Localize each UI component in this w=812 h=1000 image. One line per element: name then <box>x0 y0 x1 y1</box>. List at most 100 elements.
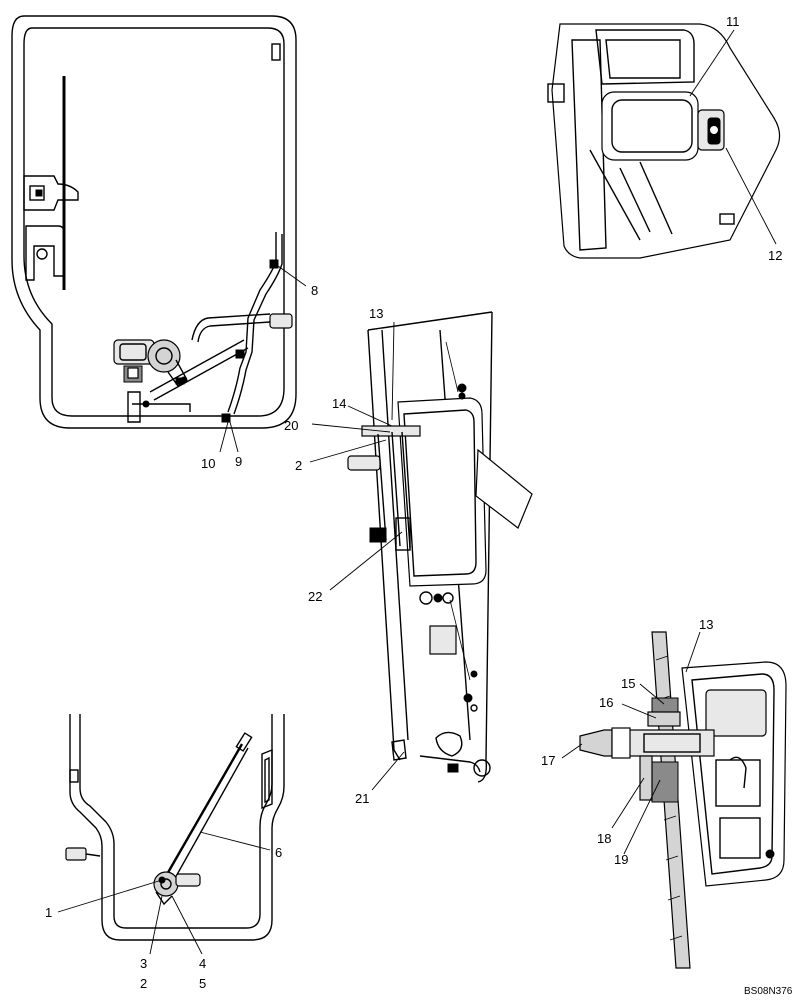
callout-13b: 13 <box>699 617 713 632</box>
leader-10 <box>219 421 229 453</box>
fastener-bar <box>361 425 421 437</box>
callout-19: 19 <box>614 852 628 867</box>
side-handle-slot <box>264 756 270 804</box>
leader-8 <box>277 265 307 287</box>
mount-bolt <box>547 83 565 103</box>
callout-2b: 2 <box>140 976 147 991</box>
bracket-lines <box>377 431 411 549</box>
leader-13a <box>391 321 395 421</box>
seal-19 <box>651 761 679 803</box>
callout-2a: 2 <box>295 458 302 473</box>
leader-9 <box>229 421 239 453</box>
harness-branch-2 <box>197 321 271 343</box>
leader-6 <box>199 831 271 851</box>
wiper-arm-2 <box>173 747 249 881</box>
internal-wire <box>729 756 747 789</box>
leader-17 <box>561 743 583 759</box>
spacer-18 <box>639 755 653 801</box>
callout-15: 15 <box>621 676 635 691</box>
section-frame-right <box>477 311 493 783</box>
section-motor-box <box>397 397 487 587</box>
clip-8 <box>269 259 279 269</box>
harness-branch <box>191 313 271 341</box>
leader-18 <box>611 777 645 829</box>
lower-hardware <box>391 383 491 777</box>
clamp <box>395 517 411 551</box>
wiper-arm-tip <box>235 732 253 752</box>
section-wire <box>445 341 471 681</box>
clip-9-10 <box>221 413 231 423</box>
leader-15 <box>639 683 665 705</box>
nozzle <box>347 455 381 471</box>
strut-left <box>589 149 641 241</box>
leader-4 <box>171 895 203 955</box>
internal-block <box>705 689 767 737</box>
callout-18: 18 <box>597 831 611 846</box>
fastener <box>142 400 150 408</box>
callout-21: 21 <box>355 791 369 806</box>
callout-20: 20 <box>284 418 298 433</box>
callout-14: 14 <box>332 396 346 411</box>
door-handle <box>23 175 79 211</box>
callout-8: 8 <box>311 283 318 298</box>
door-latch <box>25 225 65 281</box>
lower-bracket <box>127 391 141 423</box>
lower-linkage <box>132 403 191 412</box>
internal-lower <box>715 759 761 807</box>
rod-b <box>153 347 249 401</box>
callout-9: 9 <box>235 454 242 469</box>
callout-12: 12 <box>768 248 782 263</box>
door-section-view: 13 14 20 2 22 21 <box>284 306 533 806</box>
callout-13a: 13 <box>369 306 383 321</box>
section-top <box>367 311 493 331</box>
lower-frame-inner <box>79 714 273 929</box>
shaft-inner <box>643 733 701 753</box>
connector-plug <box>269 313 293 329</box>
lower-frame-outer <box>69 714 285 941</box>
door-frame-outer <box>11 15 297 429</box>
leader-14 <box>347 405 393 427</box>
clip-mid <box>235 349 245 359</box>
wiper-arm <box>164 743 244 877</box>
harness-main-2 <box>233 234 283 415</box>
callout-6: 6 <box>275 845 282 860</box>
leader-19 <box>623 779 661 855</box>
rod-a <box>149 339 245 393</box>
callout-16: 16 <box>599 695 613 710</box>
side-handle <box>261 748 273 810</box>
section-frame-left-2 <box>381 329 409 741</box>
lower-connector-wire <box>85 853 101 857</box>
strap <box>475 448 533 529</box>
leader-1 <box>57 879 163 913</box>
nut-22 <box>369 527 387 543</box>
leader-22 <box>329 531 403 591</box>
leader-12 <box>725 147 777 245</box>
mount-tab <box>719 213 735 225</box>
internal-base <box>719 817 761 859</box>
motor-housing-detail-view: 11 12 <box>547 14 782 263</box>
nut-15 <box>651 697 679 713</box>
support-struts <box>619 161 673 235</box>
callout-17: 17 <box>541 753 555 768</box>
leader-2a <box>309 439 387 463</box>
washer <box>611 727 631 759</box>
leader-16 <box>621 703 657 719</box>
callout-5: 5 <box>199 976 206 991</box>
callout-22: 22 <box>308 589 322 604</box>
callout-10: 10 <box>201 456 215 471</box>
callout-4: 4 <box>199 956 206 971</box>
leader-11 <box>689 29 735 97</box>
leader-3 <box>149 895 163 955</box>
frame-clip <box>69 769 79 783</box>
callout-1: 1 <box>45 905 52 920</box>
lower-connector <box>65 847 87 861</box>
upper-block <box>595 29 695 85</box>
wiper-pivot-motor <box>153 871 201 906</box>
leader-20 <box>311 423 391 433</box>
frame-tab <box>271 43 281 61</box>
mounting-section-view: 13 15 16 17 18 19 <box>541 617 787 969</box>
motor-body <box>601 91 725 161</box>
leader-13b <box>685 631 701 673</box>
callout-11: 11 <box>726 14 740 29</box>
